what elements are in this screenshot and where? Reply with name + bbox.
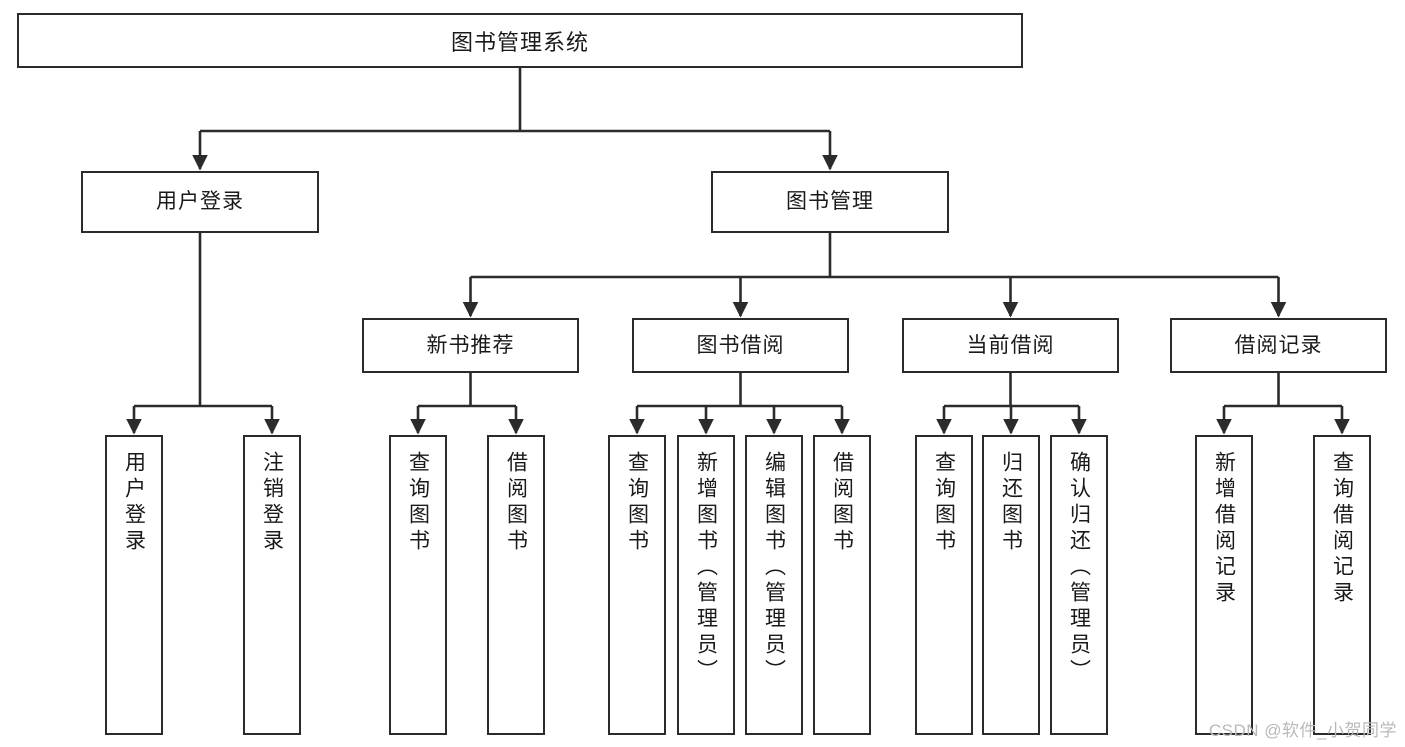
- node-leaf-query-book-1[interactable]: 查询图书: [389, 435, 447, 735]
- node-leaf-user-login[interactable]: 用户登录: [105, 435, 163, 735]
- node-root[interactable]: 图书管理系统: [17, 13, 1023, 68]
- node-leaf-add-book-label: 新增图书（管理员）: [694, 451, 718, 685]
- node-leaf-user-login-label: 用户登录: [122, 451, 146, 555]
- node-borrow-record-label: 借阅记录: [1234, 333, 1323, 357]
- node-leaf-borrow-book-1[interactable]: 借阅图书: [487, 435, 545, 735]
- node-root-label: 图书管理系统: [450, 29, 589, 55]
- node-book-borrow[interactable]: 图书借阅: [632, 318, 849, 373]
- node-leaf-edit-book-label: 编辑图书（管理员）: [762, 451, 786, 685]
- node-book-borrow-label: 图书借阅: [696, 333, 785, 357]
- node-new-book-recommend-label: 新书推荐: [426, 333, 515, 357]
- node-leaf-user-logout[interactable]: 注销登录: [243, 435, 301, 735]
- node-leaf-edit-book[interactable]: 编辑图书（管理员）: [745, 435, 803, 735]
- node-leaf-query-book-1-label: 查询图书: [406, 451, 430, 555]
- node-user-login[interactable]: 用户登录: [81, 171, 319, 233]
- node-leaf-confirm-return-label: 确认归还（管理员）: [1067, 451, 1091, 685]
- node-leaf-query-book-2-label: 查询图书: [625, 451, 649, 555]
- node-leaf-add-record-label: 新增借阅记录: [1212, 451, 1236, 607]
- node-leaf-query-record[interactable]: 查询借阅记录: [1313, 435, 1371, 735]
- node-current-borrow[interactable]: 当前借阅: [902, 318, 1119, 373]
- node-leaf-borrow-book-2[interactable]: 借阅图书: [813, 435, 871, 735]
- node-user-login-label: 用户登录: [156, 190, 244, 214]
- node-leaf-borrow-book-2-label: 借阅图书: [830, 451, 854, 555]
- node-leaf-add-book[interactable]: 新增图书（管理员）: [677, 435, 735, 735]
- node-book-manage-label: 图书管理: [786, 190, 874, 214]
- node-leaf-query-book-2[interactable]: 查询图书: [608, 435, 666, 735]
- node-leaf-confirm-return[interactable]: 确认归还（管理员）: [1050, 435, 1108, 735]
- node-leaf-return-book[interactable]: 归还图书: [982, 435, 1040, 735]
- node-book-manage[interactable]: 图书管理: [711, 171, 949, 233]
- node-leaf-add-record[interactable]: 新增借阅记录: [1195, 435, 1253, 735]
- node-leaf-user-logout-label: 注销登录: [260, 451, 284, 555]
- watermark: CSDN @软件_小贺同学: [1208, 721, 1397, 740]
- node-leaf-return-book-label: 归还图书: [999, 451, 1023, 555]
- node-leaf-query-book-3[interactable]: 查询图书: [915, 435, 973, 735]
- node-leaf-borrow-book-1-label: 借阅图书: [504, 451, 528, 555]
- node-current-borrow-label: 当前借阅: [966, 333, 1055, 357]
- node-leaf-query-book-3-label: 查询图书: [932, 451, 956, 555]
- node-leaf-query-record-label: 查询借阅记录: [1330, 451, 1354, 607]
- node-new-book-recommend[interactable]: 新书推荐: [362, 318, 579, 373]
- node-borrow-record[interactable]: 借阅记录: [1170, 318, 1387, 373]
